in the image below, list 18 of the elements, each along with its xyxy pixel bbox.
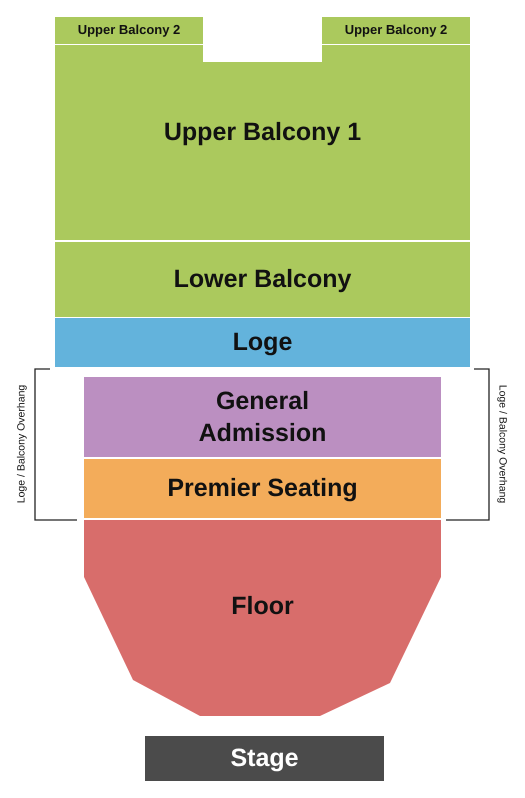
seating-section <box>55 17 203 44</box>
seating-section <box>55 242 470 317</box>
overhang-label: Loge / Balcony Overhang <box>14 384 27 504</box>
seating-section <box>84 377 441 457</box>
section-label: Upper Balcony 1 <box>164 117 362 148</box>
seating-section <box>145 736 384 781</box>
section-label: Upper Balcony 2 <box>344 22 448 39</box>
seating-section <box>55 318 470 367</box>
overhang-label: Loge / Balcony Overhang <box>496 384 508 504</box>
section-label: Upper Balcony 2 <box>78 22 180 39</box>
section-label: Premier Seating <box>167 473 358 504</box>
seating-section <box>322 17 470 44</box>
section-label: Loge <box>232 327 292 358</box>
section-label: Floor <box>231 590 294 622</box>
seating-section <box>84 459 441 518</box>
section-label: Stage <box>230 743 299 774</box>
section-label: General Admission <box>198 386 328 449</box>
section-label: Lower Balcony <box>174 264 352 296</box>
